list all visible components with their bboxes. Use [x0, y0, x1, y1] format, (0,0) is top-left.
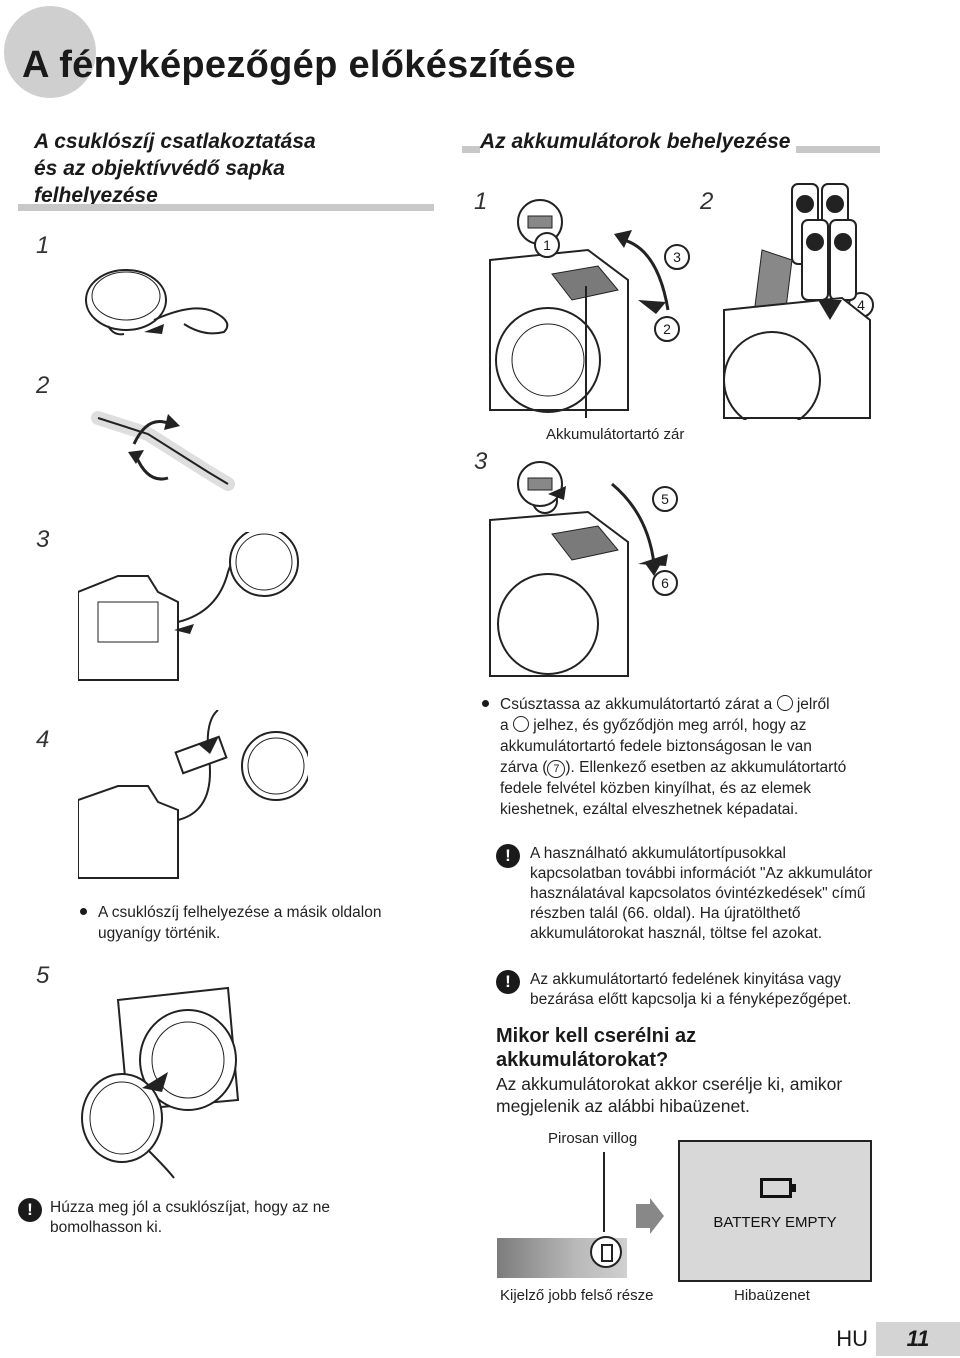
lock-line-2a: a [500, 717, 509, 734]
camera-badge-icon [4, 6, 96, 98]
strap-other-side-note: A csuklószíj felhelyezése a másik oldalo… [80, 902, 408, 944]
battery-replace-heading-line-1: Mikor kell cserélni az [496, 1025, 697, 1047]
callout-6: 6 [652, 570, 678, 596]
lock-line-3: akkumulátortartó fedele biztonságosan le… [500, 738, 812, 755]
battery-replace-lead-line-1: Az akkumulátorokat akkor cserélje ki, am… [496, 1074, 843, 1094]
battery-lock-instruction: Csúsztassa az akkumulátortartó zárat a j… [482, 694, 860, 820]
error-message-caption: Hibaüzenet [734, 1287, 810, 1304]
arrow-right-icon [636, 1198, 664, 1234]
battery-lock-label: Akkumulátortartó zár [546, 426, 685, 443]
left-step-2: 2 [36, 372, 50, 399]
callout-7-inline: 7 [547, 760, 566, 778]
battery-indicator-icon [590, 1236, 622, 1268]
left-heading-line-3: felhelyezése [34, 184, 158, 207]
warning-icon: ! [18, 1198, 42, 1222]
bullet-dot [482, 700, 489, 707]
battery-empty-icon [760, 1178, 796, 1198]
right-section-heading: Az akkumulátorok behelyezése [480, 128, 797, 155]
lens-cap-strap-illustration [85, 269, 229, 336]
battery-replace-heading: Mikor kell cserélni az akkumulátorokat? [496, 1024, 696, 1072]
callout-5: 5 [652, 486, 678, 512]
lock-line-2b: jelhez, és győződjön meg arról, hogy az [533, 717, 807, 734]
left-step-5: 5 [36, 962, 50, 989]
error-message-text: BATTERY EMPTY [713, 1214, 837, 1231]
battery-replace-lead: Az akkumulátorokat akkor cserélje ki, am… [496, 1073, 842, 1117]
lock-line-1b: jelről [796, 696, 830, 713]
unlock-symbol-icon [776, 695, 793, 711]
right-step-2: 2 [700, 188, 714, 215]
left-heading-line-2: és az objektívvédő sapka [34, 157, 285, 180]
lock-line-6: kieshetnek, ezáltal elveszhetnek képadat… [500, 801, 799, 818]
left-section-rule [18, 204, 434, 211]
callout-2: 2 [654, 316, 680, 342]
blink-pointer-line [603, 1152, 605, 1232]
left-step-1: 1 [36, 232, 50, 259]
strap-tighten-warning: Húzza meg jól a csuklószíjat, hogy az ne… [50, 1199, 330, 1236]
warning-icon: ! [496, 970, 520, 994]
strap-other-side-text: A csuklószíj felhelyezése a másik oldalo… [98, 904, 382, 942]
battery-insert-illustration [723, 183, 871, 420]
power-off-warning: Az akkumulátortartó fedelének kinyitása … [530, 971, 852, 1008]
camera-strap-illustration-3 [78, 532, 299, 681]
left-heading-line-1: A csuklószíj csatlakoztatása [34, 130, 316, 153]
lock-line-4b: ). Ellenkező esetben az akkumulátortartó [565, 759, 847, 776]
battery-replace-heading-line-2: akkumulátorokat? [496, 1049, 669, 1071]
lock-line-1a: Csúsztassa az akkumulátortartó zárat a [500, 696, 773, 713]
lock-symbol-icon [512, 716, 529, 732]
bullet-dot [80, 908, 87, 915]
battery-lock-open-illustration [489, 199, 670, 418]
page-number: 11 [876, 1322, 960, 1356]
blink-red-label: Pirosan villog [548, 1130, 638, 1147]
error-message-screen: BATTERY EMPTY [678, 1140, 872, 1282]
right-step-1: 1 [474, 188, 488, 215]
strap-loop-illustration [91, 411, 235, 491]
lock-line-4a: zárva ( [500, 759, 548, 776]
battery-replace-lead-line-2: megjelenik az alábbi hibaüzenet. [496, 1096, 750, 1116]
left-section-heading: A csuklószíj csatlakoztatása és az objek… [34, 128, 316, 209]
warning-icon: ! [496, 844, 520, 868]
callout-3: 3 [664, 244, 690, 270]
callout-1: 1 [534, 232, 560, 258]
lock-line-5: fedele felvétel közben kinyílhat, és az … [500, 780, 812, 797]
display-corner-caption: Kijelző jobb felső része [500, 1287, 654, 1304]
battery-lock-close-illustration [489, 461, 668, 677]
page-title: A fényképezőgép előkészítése [22, 44, 576, 86]
left-step-3: 3 [36, 526, 50, 553]
camera-strap-illustration-4 [78, 710, 308, 879]
language-label: HU [836, 1326, 868, 1351]
lens-cap-attach-illustration [81, 986, 240, 1179]
battery-type-warning: A használható akkumulátortípusokkal kapc… [530, 845, 873, 942]
left-step-4: 4 [36, 726, 50, 753]
right-step-3: 3 [474, 448, 488, 475]
